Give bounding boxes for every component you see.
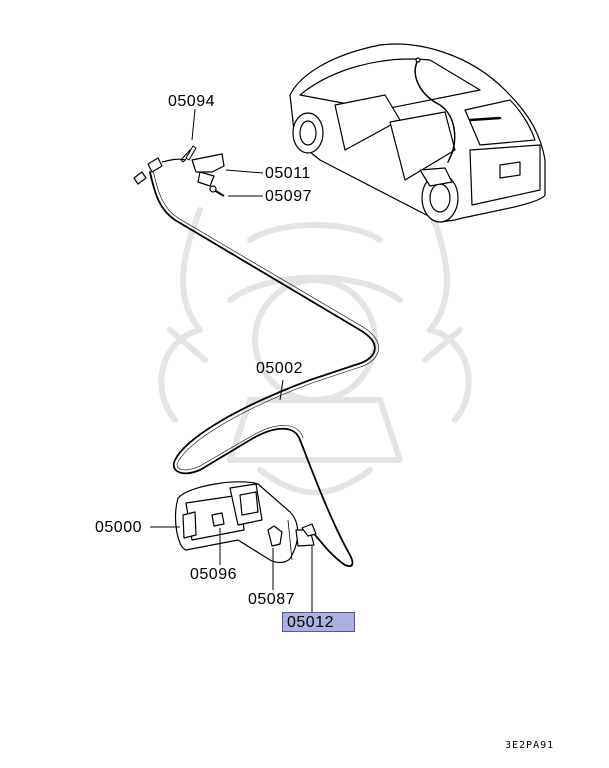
part-label-05097[interactable]: 05097 — [265, 188, 312, 205]
part-label-05012-highlighted[interactable]: 05012 — [282, 612, 355, 632]
opener-cable-line — [149, 171, 376, 568]
car-illustration — [289, 43, 546, 223]
watermark-emblem — [158, 207, 472, 496]
part-label-05011[interactable]: 05011 — [265, 165, 311, 182]
leader-lines — [150, 108, 313, 612]
part-label-05000[interactable]: 05000 — [95, 519, 142, 536]
release-lever-assembly — [133, 145, 225, 197]
diagram-code: 3E2PA91 — [505, 740, 555, 751]
part-label-05094[interactable]: 05094 — [168, 93, 215, 110]
opener-cable-outline — [152, 169, 379, 471]
fuel-lid-assembly — [174, 481, 317, 564]
part-label-05002[interactable]: 05002 — [256, 360, 303, 377]
part-label-05096[interactable]: 05096 — [190, 566, 237, 583]
part-label-05087[interactable]: 05087 — [248, 591, 295, 608]
